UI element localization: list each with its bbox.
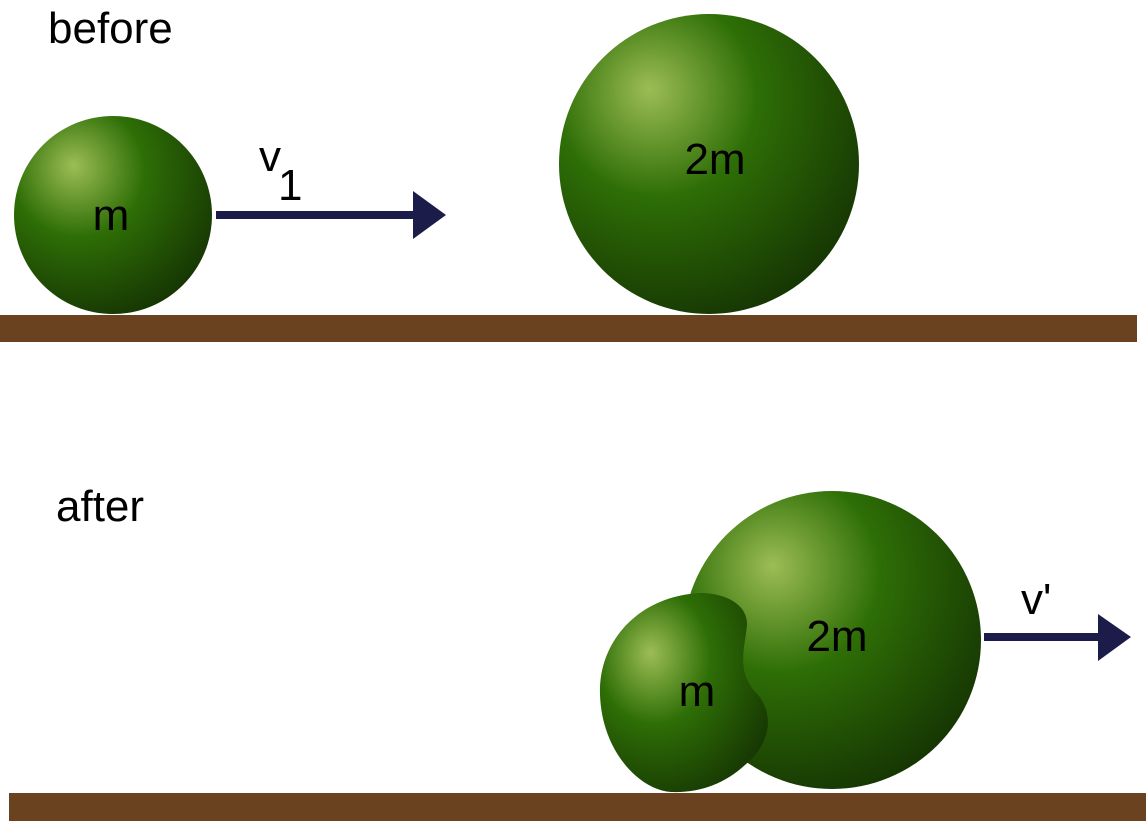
before-panel: before m v 1 2m — [0, 4, 1137, 342]
deformed-small-ball-after — [599, 593, 768, 793]
velocity-arrow-before — [216, 191, 446, 239]
small-ball-before — [14, 116, 212, 314]
large-ball-after-label: 2m — [806, 612, 867, 661]
after-title: after — [56, 482, 144, 531]
after-panel: after 2m m v' — [9, 482, 1146, 821]
large-ball-before-label: 2m — [684, 135, 745, 184]
velocity-after-label: v' — [1021, 575, 1051, 624]
small-ball-before-label: m — [93, 191, 130, 240]
small-ball-after-label: m — [679, 667, 716, 716]
large-ball-before — [559, 14, 859, 314]
velocity-before-label: v — [259, 132, 281, 181]
ground-before — [0, 315, 1137, 342]
velocity-before-subscript: 1 — [278, 161, 302, 210]
velocity-arrow-after — [984, 614, 1131, 661]
ground-after — [9, 793, 1146, 821]
before-title: before — [48, 4, 173, 53]
